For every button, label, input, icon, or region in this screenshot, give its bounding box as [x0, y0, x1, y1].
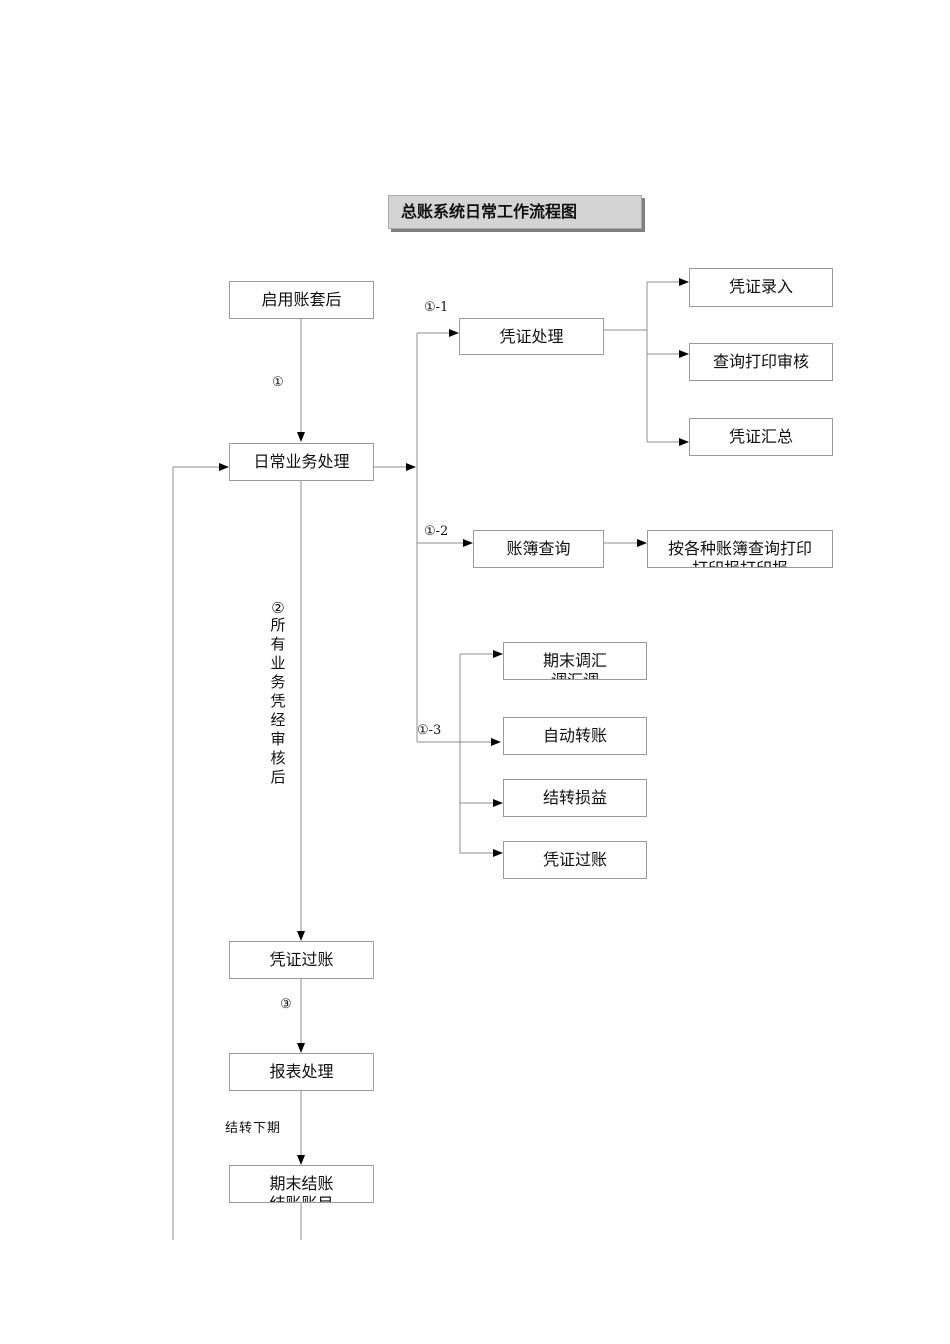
node-daily-business: 日常业务处理 — [229, 443, 374, 481]
node-exchange-adjust: 期末调汇 调汇调 — [503, 642, 647, 680]
node-period-voucher-posting: 凭证过账 — [503, 841, 647, 879]
node-start: 启用账套后 — [229, 281, 374, 319]
branch1-label: ①-1 — [424, 300, 449, 315]
carry-next-label: 结转下期 — [225, 1121, 282, 1136]
step2-char: 后 — [270, 768, 286, 786]
node-voucher-summary: 凭证汇总 — [689, 418, 833, 456]
step1-label: ① — [272, 375, 284, 390]
ledger-print-clipped: 打印报打印报 — [648, 559, 832, 567]
step2-char: 务 — [270, 673, 286, 691]
branch3-label: ①-3 — [417, 723, 442, 738]
step2-char: 有 — [270, 635, 286, 653]
ledger-print-label: 按各种账簿查询打印 — [667, 539, 812, 558]
node-voucher-processing: 凭证处理 — [459, 318, 604, 355]
node-query-print-review: 查询打印审核 — [689, 343, 833, 381]
node-voucher-entry: 凭证录入 — [689, 268, 833, 307]
step2-char: 所 — [270, 616, 286, 634]
exchange-adjust-clipped: 调汇调 — [504, 671, 646, 679]
node-ledger-query: 账簿查询 — [473, 530, 604, 568]
step2-char: 经 — [270, 711, 286, 729]
step2-char: 凭 — [270, 692, 286, 710]
step2-vertical-text: 所 有 业 务 凭 经 审 核 后 — [268, 616, 288, 787]
step3-label: ③ — [280, 997, 292, 1012]
step2-marker: ② — [271, 599, 285, 617]
exchange-adjust-label: 期末调汇 — [542, 651, 607, 670]
period-close-clipped: 结账账目 — [230, 1194, 373, 1202]
step2-char: 审 — [270, 730, 286, 748]
node-carry-profit-loss: 结转损益 — [503, 779, 647, 817]
branch2-label: ①-2 — [424, 524, 449, 539]
diagram-title: 总账系统日常工作流程图 — [388, 195, 642, 229]
node-ledger-print: 按各种账簿查询打印 打印报打印报 — [647, 530, 833, 568]
step2-char: 业 — [270, 654, 286, 672]
step2-char: 核 — [270, 749, 286, 767]
node-report-processing: 报表处理 — [229, 1053, 374, 1091]
node-period-close: 期末结账 结账账目 — [229, 1165, 374, 1203]
node-voucher-posting: 凭证过账 — [229, 941, 374, 979]
period-close-label: 期末结账 — [269, 1174, 334, 1193]
node-auto-transfer: 自动转账 — [503, 717, 647, 755]
